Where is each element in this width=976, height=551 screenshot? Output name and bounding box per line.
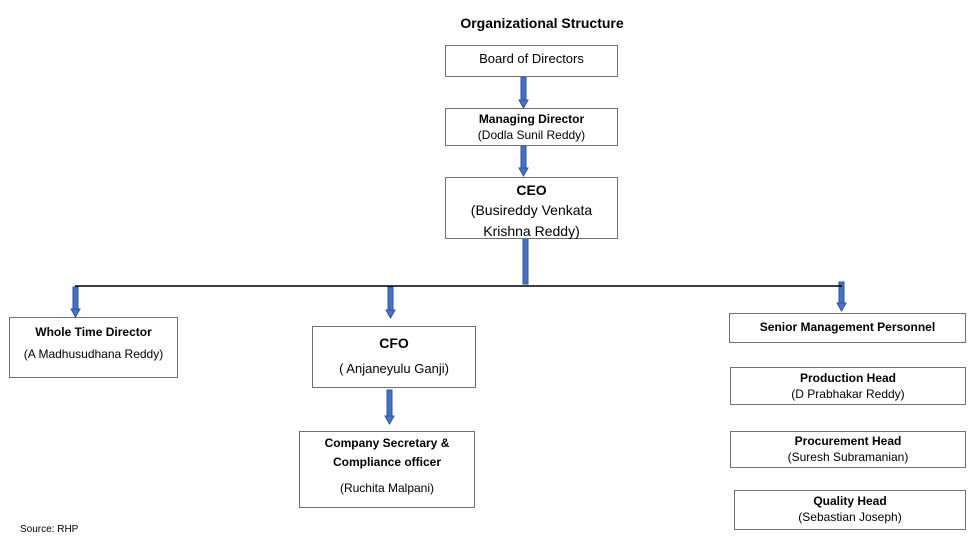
wtd-name: (A Madhusudhana Reddy)	[23, 347, 164, 362]
ceo-name-line1: (Busireddy Venkata	[470, 202, 593, 219]
ceo-name-line2: Krishna Reddy)	[483, 222, 580, 239]
arrow-cfo-cs	[386, 389, 393, 419]
cs-box: Company Secretary & Compliance officer (…	[299, 431, 475, 508]
ceo-box: CEO (Busireddy Venkata Krishna Reddy)	[445, 177, 618, 239]
md-name: (Dodla Sunil Reddy)	[477, 128, 586, 143]
procurement-name: (Suresh Subramanian)	[787, 450, 909, 465]
procurement-box: Procurement Head (Suresh Subramanian)	[730, 431, 966, 468]
md-box: Managing Director (Dodla Sunil Reddy)	[445, 108, 618, 146]
ceo-role: CEO	[516, 182, 547, 198]
board-label: Board of Directors	[479, 51, 584, 66]
smp-role: Senior Management Personnel	[759, 320, 936, 334]
chart-title: Organizational Structure	[460, 15, 624, 31]
cs-role-line1: Company Secretary &	[324, 436, 450, 450]
cfo-box: CFO ( Anjaneyulu Ganji)	[312, 326, 476, 388]
smp-box: Senior Management Personnel	[729, 313, 966, 343]
quality-role: Quality Head	[813, 494, 887, 508]
board-box: Board of Directors	[445, 45, 618, 77]
production-role: Production Head	[799, 371, 896, 385]
cs-role-line2: Compliance officer	[332, 455, 442, 470]
procurement-role: Procurement Head	[794, 434, 902, 448]
quality-name: (Sebastian Joseph)	[798, 510, 902, 525]
arrow-wtd	[72, 286, 79, 312]
source-note: Source: RHP	[20, 524, 79, 535]
arrow-cfo	[387, 286, 394, 313]
cs-name: (Ruchita Malpani)	[339, 481, 435, 496]
cfo-role: CFO	[379, 335, 409, 351]
production-name: (D Prabhakar Reddy)	[791, 387, 905, 402]
quality-box: Quality Head (Sebastian Joseph)	[734, 490, 966, 530]
wtd-role: Whole Time Director	[35, 325, 152, 339]
wtd-box: Whole Time Director (A Madhusudhana Redd…	[9, 317, 178, 378]
arrow-board-md	[520, 76, 527, 103]
md-role: Managing Director	[478, 112, 585, 126]
arrow-md-ceo	[520, 145, 527, 171]
production-box: Production Head (D Prabhakar Reddy)	[730, 367, 966, 405]
arrow-ceo-bus	[522, 237, 529, 285]
cfo-name: ( Anjaneyulu Ganji)	[339, 360, 449, 376]
